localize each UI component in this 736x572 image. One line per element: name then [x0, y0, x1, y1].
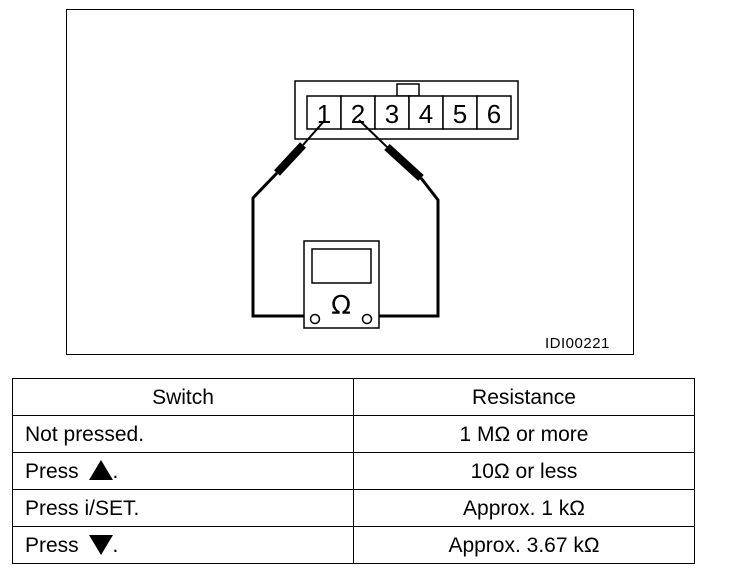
- switch-cell: Press .: [12, 526, 354, 564]
- switch-cell: Not pressed.: [12, 415, 354, 453]
- table-row: Press i/SET. Approx. 1 kΩ: [12, 489, 695, 527]
- table-row: Press . 10Ω or less: [12, 452, 695, 490]
- meter-terminal-right: [361, 313, 373, 325]
- pin-label-3: 3: [385, 99, 399, 129]
- down-triangle-icon: [88, 534, 113, 555]
- connector-lock-tab: [396, 83, 420, 97]
- left-test-probe: [251, 119, 326, 318]
- resistance-cell: Approx. 1 kΩ: [353, 489, 695, 527]
- right-test-probe: [358, 119, 440, 318]
- diagram-canvas: 1 2 3 4 5 6 Ω IDI00221: [251, 80, 610, 352]
- connector-pin-cells: [306, 95, 512, 130]
- figure-id: IDI00221: [545, 335, 610, 352]
- pin-label-5: 5: [453, 99, 467, 129]
- pin-label-6: 6: [487, 99, 501, 129]
- resistance-cell: 1 MΩ or more: [353, 415, 695, 453]
- up-triangle-icon: [88, 460, 113, 480]
- circuit-diagram: 1 2 3 4 5 6 Ω IDI00221: [66, 9, 634, 355]
- ohmmeter-display: [311, 248, 372, 284]
- resistance-spec-table: Switch Resistance Not pressed. 1 MΩ or m…: [12, 378, 695, 564]
- switch-suffix: .: [112, 533, 119, 557]
- pin-cell-6: [476, 95, 512, 130]
- pin-label-1: 1: [317, 99, 331, 129]
- resistance-cell: Approx. 3.67 kΩ: [353, 526, 695, 564]
- pin-label-4: 4: [419, 99, 433, 129]
- meter-terminal-left: [309, 313, 321, 325]
- ohm-symbol: Ω: [331, 291, 351, 321]
- resistance-cell: 10Ω or less: [353, 452, 695, 490]
- table-header-row: Switch Resistance: [12, 378, 695, 416]
- left-probe-lead: [251, 171, 308, 318]
- switch-cell: Press i/SET.: [12, 489, 354, 527]
- switch-text: Press: [25, 533, 79, 557]
- pin-cell-1: [306, 95, 342, 130]
- table-row: Not pressed. 1 MΩ or more: [12, 415, 695, 453]
- switch-text: Press: [25, 460, 79, 483]
- table-row: Press . Approx. 3.67 kΩ: [12, 526, 695, 564]
- switch-suffix: .: [112, 460, 119, 483]
- pin-cell-2: [340, 95, 376, 130]
- header-resistance: Resistance: [353, 378, 695, 416]
- right-probe-lead: [373, 177, 440, 318]
- pin-cell-4: [408, 95, 444, 130]
- ohmmeter: Ω: [303, 240, 380, 329]
- switch-cell: Press .: [12, 452, 354, 490]
- header-switch: Switch: [12, 378, 354, 416]
